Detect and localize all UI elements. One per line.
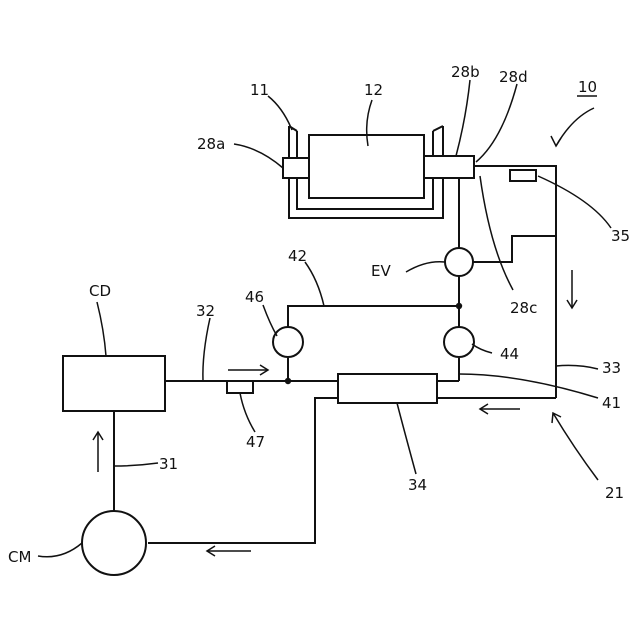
pipe-34: [148, 398, 556, 543]
arrow-left-bottom-icon: [207, 546, 251, 556]
heat-exchanger-41: [338, 374, 437, 403]
sensor-47: [227, 381, 253, 393]
arrow-up-icon: [93, 432, 103, 472]
label-33: 33: [602, 359, 621, 377]
label-cm: CM: [8, 548, 31, 566]
label-46: 46: [245, 288, 264, 306]
condenser-cd: [63, 356, 165, 411]
label-41: 41: [602, 394, 621, 412]
leader-cd: [97, 302, 106, 356]
arrow-left-icon: [480, 404, 520, 414]
label-28a: 28a: [197, 135, 225, 153]
leader-34: [397, 403, 416, 474]
leader-28c: [480, 176, 513, 290]
leader-cm: [38, 543, 82, 557]
junction-dot-lower: [285, 378, 291, 384]
label-21: 21: [605, 484, 624, 502]
shaft-left-28a: [283, 158, 309, 178]
label-12: 12: [364, 81, 383, 99]
label-44: 44: [500, 345, 519, 363]
roller-frame-lip-right: [433, 126, 443, 131]
arrow-down-icon: [567, 270, 577, 308]
roller-drum: [309, 135, 424, 198]
leader-32: [203, 318, 210, 381]
flow-arrows: [93, 270, 577, 556]
ref-arrow-10-icon: [556, 108, 594, 146]
reference-arrows: [551, 108, 598, 480]
pipe-28c: [459, 178, 474, 248]
leader-41: [459, 374, 598, 398]
components: [63, 170, 536, 575]
label-10: 10: [578, 78, 597, 96]
leader-31: [114, 463, 158, 466]
leader-ev: [406, 262, 445, 272]
label-35: 35: [611, 227, 630, 245]
leader-35: [538, 176, 611, 228]
leader-28b: [456, 80, 470, 156]
expansion-valve-ev: [445, 248, 473, 276]
label-28c: 28c: [510, 299, 537, 317]
leader-44: [472, 344, 492, 353]
label-34: 34: [408, 476, 427, 494]
leader-33: [556, 365, 598, 369]
pipe-42: [288, 306, 459, 327]
leader-42: [305, 262, 324, 306]
label-ev: EV: [371, 262, 391, 280]
label-42: 42: [288, 247, 307, 265]
leader-28d: [476, 84, 517, 162]
roller-unit: [283, 126, 474, 218]
leader-28a: [234, 144, 283, 168]
ref-arrow-21-icon: [553, 413, 598, 480]
pipe-33: [473, 236, 556, 398]
leader-11: [268, 96, 292, 130]
arrow-right-icon: [228, 365, 268, 375]
valve-46: [273, 327, 303, 357]
valve-44: [444, 327, 474, 357]
pipes: [114, 166, 556, 543]
label-47: 47: [246, 433, 265, 451]
sensor-35: [510, 170, 536, 181]
leader-47: [240, 393, 255, 432]
label-32: 32: [196, 302, 215, 320]
compressor-cm: [82, 511, 146, 575]
shaft-right-28b: [424, 156, 474, 178]
label-11: 11: [250, 81, 269, 99]
junction-dot-upper: [456, 303, 462, 309]
label-28d: 28d: [499, 68, 528, 86]
label-28b: 28b: [451, 63, 480, 81]
label-31: 31: [159, 455, 178, 473]
label-cd: CD: [89, 282, 111, 300]
leader-46: [263, 305, 277, 336]
